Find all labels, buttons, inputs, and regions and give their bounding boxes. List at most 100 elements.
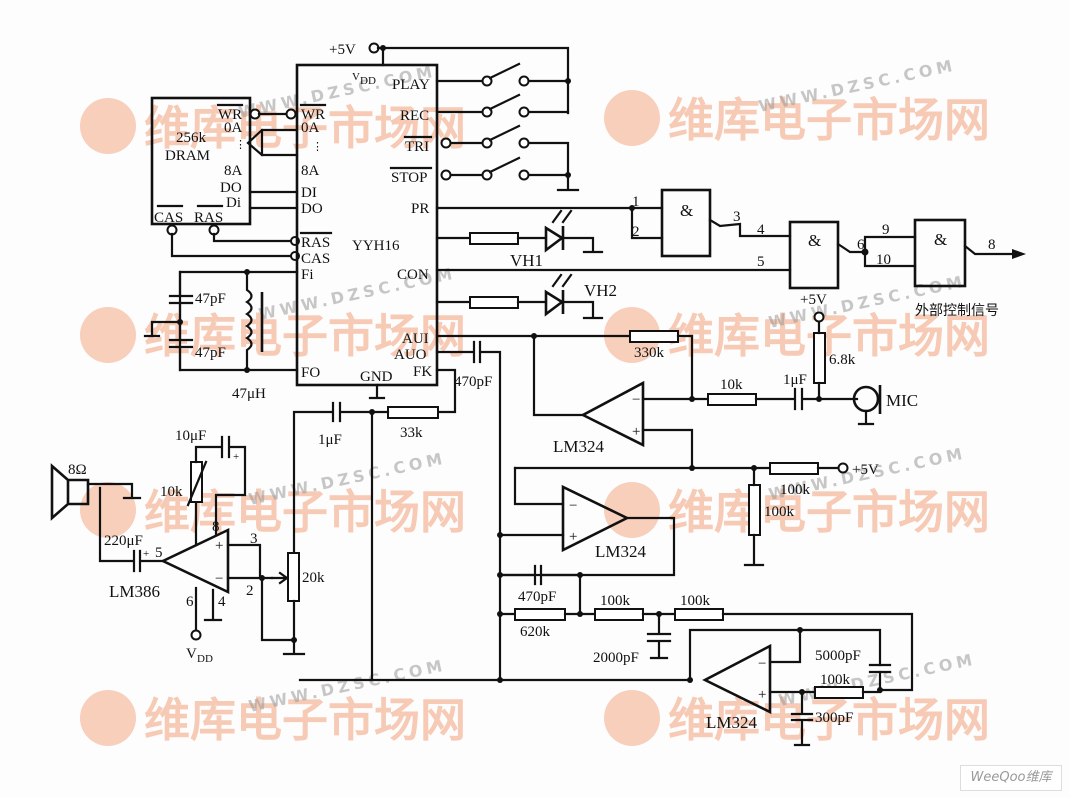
watermark-logo-icon [80, 482, 136, 538]
dram-chip: 256k DRAM WR 0A ⋮ 8A DO Di CAS RAS [150, 96, 252, 226]
ic-pin-a0: 0A [301, 120, 320, 136]
resistor-620k [514, 608, 566, 621]
resistor-33k [387, 406, 439, 419]
cap-470pf-filter-label: 470pF [518, 589, 556, 605]
ic-pin-fi: Fi [301, 267, 314, 283]
capacitor-1uf [754, 387, 859, 411]
resistor-10k-label: 10k [720, 377, 743, 393]
inductor-label: 47μH [232, 386, 266, 402]
switch-stop-icon [488, 156, 521, 174]
vdd-sub: DD [197, 653, 213, 665]
amp-pin-label: 3 [250, 531, 258, 547]
ic-pin-pr: PR [411, 201, 429, 217]
gate-1-symbol: & [680, 201, 693, 220]
gate-pin-label: 1 [632, 194, 640, 210]
dram-pin-a0: 0A [224, 120, 243, 136]
light-arrows-icon [551, 209, 573, 224]
auo-coupling: 470pF [435, 340, 502, 682]
watermark-bottom-right: 维库电子市场网 WWW.DZSC.COM [604, 649, 990, 747]
watermark-logo-icon [80, 98, 136, 154]
opamp-minus: − [758, 656, 766, 672]
watermark-text: 维库电子市场网 [668, 693, 990, 747]
ic-pin-a8: 8A [301, 163, 320, 179]
external-control-signal-label: 外部控制信号 [915, 303, 999, 319]
resistor-100k-a-label: 100k [780, 482, 811, 498]
gate-pin-label: 4 [757, 222, 765, 238]
gate-pin-label: 6 [857, 237, 865, 253]
watermark-logo-icon [80, 690, 136, 746]
cap-470pf-label: 470pF [454, 374, 492, 390]
gate-pin-label: 3 [733, 209, 741, 225]
filter-stage: 470pF 620k 100k 2000pF 100k − + LM324 50… [298, 564, 914, 747]
watermark-text: 维库电子市场网 [144, 693, 466, 747]
supply-5v-label: +5V [329, 42, 356, 58]
led-vh1-icon [544, 225, 565, 253]
watermark-top-right: 维库电子市场网 WWW.DZSC.COM [604, 55, 990, 147]
resistor-33k-label: 33k [400, 425, 423, 441]
amp-pin-label: 5 [155, 545, 163, 561]
ic-pin-play: PLAY [392, 77, 430, 93]
ic-pin-dots: ⋮ [312, 141, 323, 153]
lc-oscillator: 47pF 47pF 47μH [143, 269, 299, 402]
variable-arrow-icon [186, 460, 208, 507]
ic-pin-con: CON [397, 267, 429, 283]
watermark-text: 维库电子市场网 [668, 93, 990, 147]
watermark-text: 维库电子市场网 [144, 309, 466, 363]
cap-5000pf-label: 5000pF [815, 648, 861, 664]
ic-pin-auo: AUO [394, 347, 427, 363]
ic-pin-fk: FK [413, 364, 432, 380]
ic-vdd-label: V [352, 71, 360, 83]
opamp-plus: + [632, 424, 640, 440]
led-vh2-icon [544, 289, 565, 317]
mic-preamp: 330k − + LM324 10k 1μF 6.8k MIC [435, 311, 918, 470]
capacitor-1uf-in-label: 1μF [318, 432, 342, 448]
gate-pin-label: 9 [882, 222, 890, 238]
resistor-6-8k-label: 6.8k [829, 352, 856, 368]
amp-pin-label: 6 [186, 594, 194, 610]
cap-c2-label: 47pF [195, 345, 226, 361]
opamp-2-label: LM324 [595, 542, 647, 561]
potentiometer-20k [287, 552, 300, 602]
ic-pin-stop: STOP [391, 170, 427, 186]
and-gate-2 [788, 220, 840, 290]
led-vh2-label: VH2 [584, 281, 617, 300]
ic-pin-tri: TRI [405, 139, 429, 155]
dram-pin-cas: CAS [154, 210, 183, 226]
resistor-100k-d-label: 100k [680, 593, 711, 609]
mic-label: MIC [886, 391, 918, 410]
watermark-logo-icon [80, 307, 136, 363]
vdd-label: V [186, 646, 197, 662]
pot-20k-label: 20k [302, 570, 325, 586]
opamp-minus: − [569, 498, 577, 514]
opamp-minus: − [632, 392, 640, 408]
capacitor-10uf-label: 10μF [175, 428, 206, 444]
cap-c1-label: 47pF [195, 291, 226, 307]
resistor-100k-c-label: 100k [600, 593, 631, 609]
resistor-6-8k [813, 332, 826, 384]
ic-pin-wr: WR [301, 107, 325, 123]
control-switches: +5V [329, 42, 580, 192]
capacitor-2000pf [646, 612, 672, 660]
ic-pin-rec: REC [400, 108, 429, 124]
watermark-text: 维库电子市场网 [144, 101, 466, 155]
ic-pin-fo: FO [301, 365, 320, 381]
gate-pin-label: 5 [757, 254, 765, 270]
watermark-center-right: 维库电子市场网 WWW.DZSC.COM [604, 443, 990, 539]
bias-stage: +5V 100k 100k − + LM324 [497, 462, 879, 577]
gate-supply-label: +5V [800, 292, 827, 308]
weeqoo-badge: WeeQoo维库 [960, 765, 1062, 791]
speaker-label: 8Ω [68, 462, 87, 478]
dram-name-label: DRAM [165, 148, 210, 164]
resistor-100k-e-label: 100k [820, 672, 851, 688]
wiper-arrow-icon [270, 571, 289, 585]
resistor-100k-b [748, 484, 761, 536]
resistor-330k-label: 330k [634, 345, 665, 361]
watermark-text: 维库电子市场网 [668, 309, 990, 363]
resistor-10k [707, 393, 757, 406]
resistor-vh1 [469, 232, 519, 245]
amp-pin-label: 2 [246, 583, 254, 599]
vdd-terminal-icon [190, 629, 202, 641]
switch-play-icon [488, 62, 521, 80]
